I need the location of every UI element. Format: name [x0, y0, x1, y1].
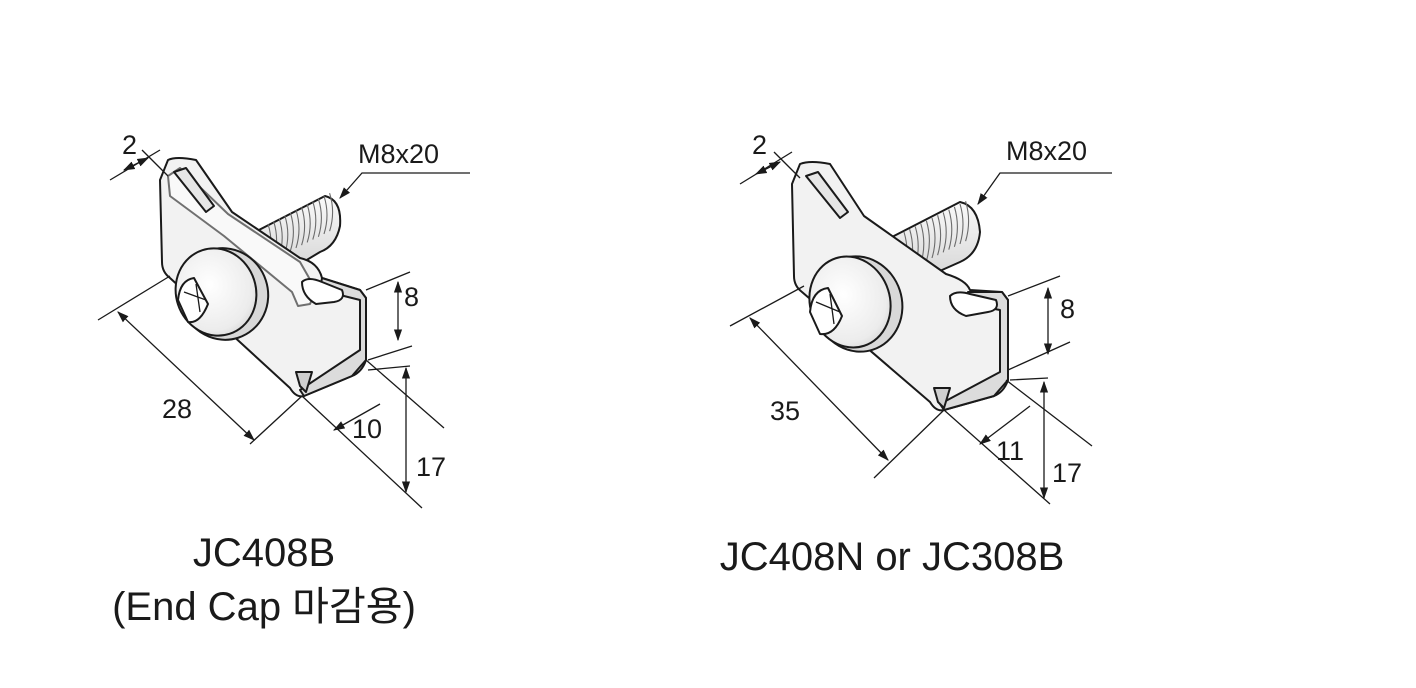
thread-ridge: [925, 220, 930, 261]
figure-jc408b: 2 M8x20 8 28 10 17 JC408B (End Cap 마감용): [97, 130, 470, 629]
dimension-lines: [97, 149, 470, 509]
dimension-lines: [729, 151, 1112, 505]
thread-ridge: [289, 212, 294, 251]
dim-base-depth: 10: [352, 414, 382, 444]
thread-ridge: [312, 201, 317, 240]
figure-jc408n: 2 M8x20 8 35 11 17 JC408N or JC308B: [720, 130, 1112, 579]
clamp-plate: [791, 161, 1009, 412]
thread-ridge: [931, 217, 936, 259]
dim-thickness: 2: [752, 130, 767, 160]
thread-ridge: [295, 209, 300, 249]
caption-model: JC408N or JC308B: [720, 535, 1065, 579]
thread-ridge: [948, 209, 953, 250]
thread-ridge: [965, 201, 970, 242]
dim-base-depth: 11: [996, 436, 1024, 466]
bolt-spec: M8x20: [1006, 136, 1087, 166]
thread-ridge: [306, 204, 311, 243]
thread-ridge: [301, 207, 306, 246]
thread-ridge: [937, 215, 942, 256]
dim-length: 35: [770, 396, 800, 426]
dim-total-height: 17: [416, 452, 446, 482]
bolt-spec: M8x20: [358, 139, 439, 169]
thread-ridge: [953, 206, 958, 247]
thread-ridge: [959, 203, 964, 245]
dim-slot-height: 8: [404, 282, 419, 312]
dim-length: 28: [162, 394, 192, 424]
thread-ridge: [942, 212, 947, 253]
thread-ridge: [317, 198, 322, 237]
dim-thickness: 2: [122, 130, 137, 160]
dim-total-height: 17: [1052, 458, 1082, 488]
caption-model: JC408B: [193, 531, 335, 575]
thread-ridge: [323, 195, 328, 235]
dim-slot-height: 8: [1060, 294, 1075, 324]
thread-ridge: [329, 193, 334, 232]
caption-usage: (End Cap 마감용): [112, 585, 416, 629]
